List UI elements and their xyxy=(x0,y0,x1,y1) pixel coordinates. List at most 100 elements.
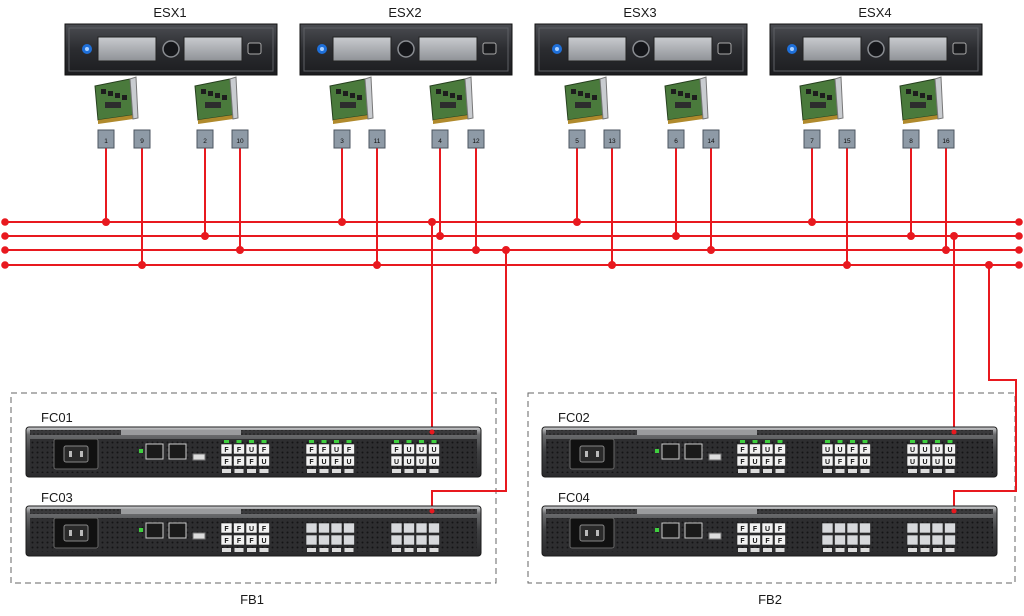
port-tag-box xyxy=(196,129,214,149)
junction-dot xyxy=(672,232,680,240)
nic-chip xyxy=(820,93,825,98)
sfp-port-letter: F xyxy=(863,447,868,454)
sfp-port-icon xyxy=(821,455,834,467)
nic-board xyxy=(329,78,369,121)
port-status-led xyxy=(334,440,339,443)
sfp-port-icon xyxy=(834,455,846,467)
nic-chip xyxy=(685,93,690,98)
switch-top-vent xyxy=(546,509,993,514)
sfp-port-letter: F xyxy=(237,447,242,454)
nic-chip xyxy=(443,91,448,96)
port-status-led xyxy=(431,440,437,443)
junction-dot xyxy=(843,261,851,269)
port-tag: 4 xyxy=(431,129,449,149)
port-status-led xyxy=(777,440,783,443)
port-tag-box xyxy=(937,129,955,149)
nic-board xyxy=(429,78,469,121)
sfp-port-icon xyxy=(931,455,944,467)
port-tag-box xyxy=(603,129,621,149)
junction-dot xyxy=(573,218,581,226)
port-number-strip xyxy=(319,469,329,473)
nic-chip xyxy=(806,89,811,94)
switch-top-vent xyxy=(546,430,993,435)
nic-chip xyxy=(678,91,683,96)
sfp-port-icon xyxy=(220,455,233,467)
sfp-port-letter: F xyxy=(249,538,254,545)
nic-chip xyxy=(692,95,697,100)
sfp-port-letter: F xyxy=(237,538,242,545)
nic-card-icon xyxy=(329,76,374,124)
port-tag-box xyxy=(667,129,685,149)
power-pin xyxy=(80,451,83,457)
port-number-strip xyxy=(945,548,955,552)
port-tag-label: 6 xyxy=(674,138,678,145)
bus-endpoint xyxy=(1,218,9,226)
server-icon xyxy=(534,23,748,76)
sfp-port-icon xyxy=(220,443,233,455)
sfp-port-letter: F xyxy=(778,459,783,466)
sfp-port-icon xyxy=(846,522,859,534)
port-tag-box xyxy=(133,129,151,149)
port-number-strip xyxy=(750,469,760,473)
host-label-esx2: ESX2 xyxy=(388,5,422,20)
sfp-port-icon xyxy=(258,534,270,546)
sfp-port-icon xyxy=(736,534,749,546)
switch-label-fc02: FC02 xyxy=(558,410,590,425)
sfp-port-icon xyxy=(749,534,761,546)
uplink-termination-dot xyxy=(951,508,957,514)
power-pin xyxy=(596,451,599,457)
nic-bracket xyxy=(699,76,709,120)
sfp-port-icon xyxy=(343,455,355,467)
port-tag-label: 10 xyxy=(236,138,244,145)
port-number-strip xyxy=(344,469,354,473)
nic-chip xyxy=(592,95,597,100)
port-number-strip xyxy=(429,548,439,552)
port-tag-label: 15 xyxy=(843,138,851,145)
sfp-port-icon xyxy=(403,443,415,455)
sfp-port-letter: U xyxy=(837,447,842,454)
port-number-strip xyxy=(775,548,785,552)
drive-bay xyxy=(332,36,392,62)
port-number-strip xyxy=(738,548,747,552)
sfp-port-icon xyxy=(305,455,318,467)
nic-chip xyxy=(910,102,926,108)
nic-bracket xyxy=(129,76,139,120)
fabric-1-frame xyxy=(10,392,497,584)
port-status-led xyxy=(862,440,868,443)
nic-chip xyxy=(578,91,583,96)
nics-layer xyxy=(94,76,944,124)
sfp-port-icon xyxy=(305,443,318,455)
sfp-port-icon xyxy=(944,522,956,534)
nic-chip xyxy=(671,89,676,94)
junction-dot xyxy=(428,218,436,226)
port-tag: 15 xyxy=(838,129,856,149)
junction-dot xyxy=(502,246,510,254)
sfp-port-letter: F xyxy=(309,459,314,466)
nic-connector xyxy=(433,115,468,124)
switch-label-fc01: FC01 xyxy=(41,410,73,425)
port-tag-label: 8 xyxy=(909,138,913,145)
port-status-led xyxy=(910,440,915,443)
port-status-led xyxy=(837,440,843,443)
port-tag-label: 16 xyxy=(942,138,950,145)
port-status-led xyxy=(850,440,855,443)
nic-bracket xyxy=(364,76,374,120)
nic-chip xyxy=(571,89,576,94)
nic-connector xyxy=(198,115,233,124)
port-tag-label: 3 xyxy=(340,138,344,145)
port-tag: 8 xyxy=(902,129,920,149)
sfp-port-letter: U xyxy=(752,459,757,466)
nic-card-icon xyxy=(194,76,239,124)
nic-chip xyxy=(913,91,918,96)
sfp-port-icon xyxy=(245,443,258,455)
host-label-esx4: ESX4 xyxy=(858,5,892,20)
port-number-strip xyxy=(908,548,917,552)
nic-chip xyxy=(457,95,462,100)
sfp-port-icon xyxy=(919,534,931,546)
sfp-port-icon xyxy=(343,534,355,546)
sfp-port-icon xyxy=(774,455,786,467)
sfp-port-icon xyxy=(774,522,786,534)
sfp-port-letter: U xyxy=(752,538,757,545)
port-tag: 7 xyxy=(803,129,821,149)
rj45-port-icon xyxy=(684,522,703,539)
